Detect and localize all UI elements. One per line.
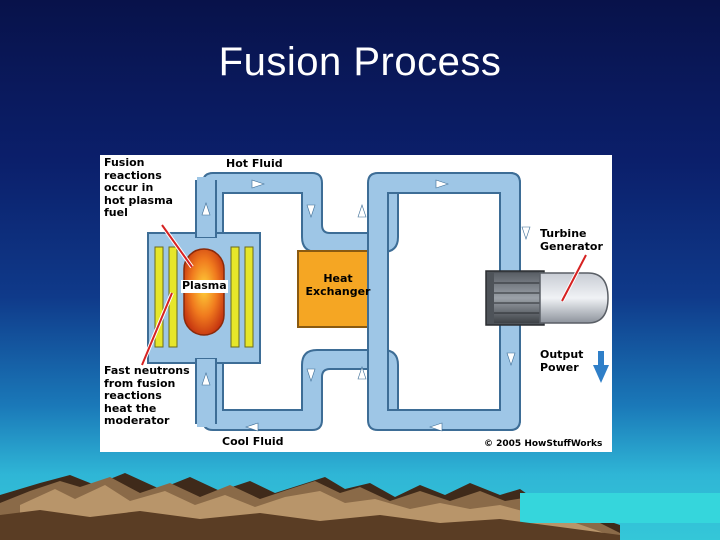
flow-arrow-left [435,179,449,189]
turbine-rotor [494,273,544,323]
label-fast-neutrons: Fast neutrons from fusion reactions heat… [104,364,190,427]
water-band [520,493,720,523]
flow-arrow-down [521,226,531,240]
flow-arrow-right [251,179,265,189]
flow-arrow-down [506,352,516,366]
flow-arrow-up [357,366,367,380]
slide-title: Fusion Process [218,40,502,84]
mountain-range [0,473,720,540]
reactor-bottom-fill [197,359,215,427]
flow-arrow-left [429,422,443,432]
label-fusion-reactions: Fusion reactions occur in hot plasma fue… [104,156,173,219]
moderator-bar [230,246,240,348]
flow-arrow-down [306,204,316,218]
label-cool-fluid: Cool Fluid [222,435,284,448]
output-power-shaft [598,351,604,367]
mountain-front [0,510,620,540]
label-copyright: © 2005 HowStuffWorks [484,439,603,449]
heat-exchanger-box [297,250,379,328]
flow-arrow-up [201,202,211,216]
flow-arrow-up [357,204,367,218]
fusion-diagram: Fusion reactions occur in hot plasma fue… [100,155,612,452]
moderator-bar [154,246,164,348]
pointer-fusion [161,224,193,268]
label-plasma: Plasma [181,279,228,293]
flow-arrow-down [306,368,316,382]
output-power-arrow [593,365,609,383]
label-turbine-generator: Turbine Generator [540,227,603,253]
label-heat-exchanger: Heat Exchanger [305,272,371,298]
pointer-turbine [561,254,587,302]
flow-arrow-left [245,422,259,432]
diagram-canvas [140,172,609,432]
flow-arrow-up [201,372,211,386]
label-hot-fluid: Hot Fluid [226,157,283,170]
generator-body [539,272,609,324]
moderator-bar [244,246,254,348]
pointer-neutrons [141,292,173,366]
right-loop-pipe [367,172,521,431]
label-output-power: Output Power [540,348,584,374]
